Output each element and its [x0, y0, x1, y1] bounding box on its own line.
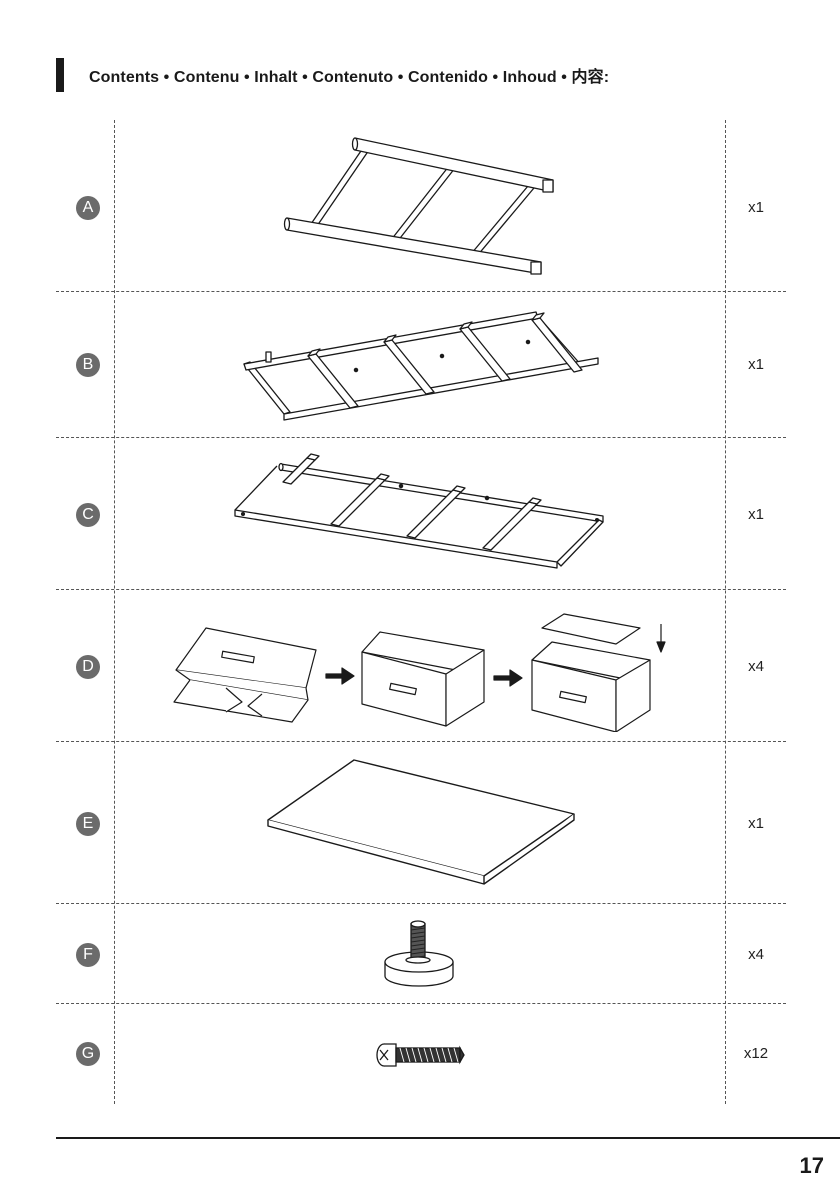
- part-a-frame-illustration: [281, 134, 566, 284]
- part-letter-badge: C: [76, 503, 100, 527]
- part-letter-badge: A: [76, 196, 100, 220]
- part-b-frame-illustration: [236, 302, 606, 427]
- part-row-f: F x4: [56, 904, 786, 1004]
- part-row-c: C x1: [56, 438, 786, 590]
- page-title: Contents • Contenu • Inhalt • Contenuto …: [89, 63, 609, 87]
- page-number: 17: [800, 1153, 824, 1179]
- part-letter-badge: F: [76, 943, 100, 967]
- part-quantity: x1: [726, 356, 786, 373]
- part-row-e: E x1: [56, 742, 786, 904]
- part-row-g: G x12: [56, 1004, 786, 1104]
- part-quantity: x4: [726, 658, 786, 675]
- part-row-b: B x1: [56, 292, 786, 438]
- part-letter-badge: D: [76, 655, 100, 679]
- part-row-a: A x1: [56, 120, 786, 292]
- part-d-storage-box-illustration: [166, 602, 666, 732]
- part-quantity: x12: [726, 1045, 786, 1062]
- parts-contents-table: A x1 B: [56, 120, 786, 1104]
- part-c-frame-illustration: [231, 452, 611, 577]
- part-quantity: x1: [726, 815, 786, 832]
- part-letter-badge: G: [76, 1042, 100, 1066]
- part-letter-badge: B: [76, 353, 100, 377]
- part-quantity: x1: [726, 199, 786, 216]
- part-quantity: x4: [726, 946, 786, 963]
- part-e-panel-illustration: [264, 756, 579, 891]
- part-f-leveling-foot-illustration: [381, 918, 461, 990]
- part-row-d: D: [56, 590, 786, 742]
- part-letter-badge: E: [76, 812, 100, 836]
- header-accent-bar: [56, 58, 64, 92]
- footer-rule: [56, 1137, 840, 1139]
- part-g-screw-illustration: [374, 1038, 466, 1072]
- part-quantity: x1: [726, 506, 786, 523]
